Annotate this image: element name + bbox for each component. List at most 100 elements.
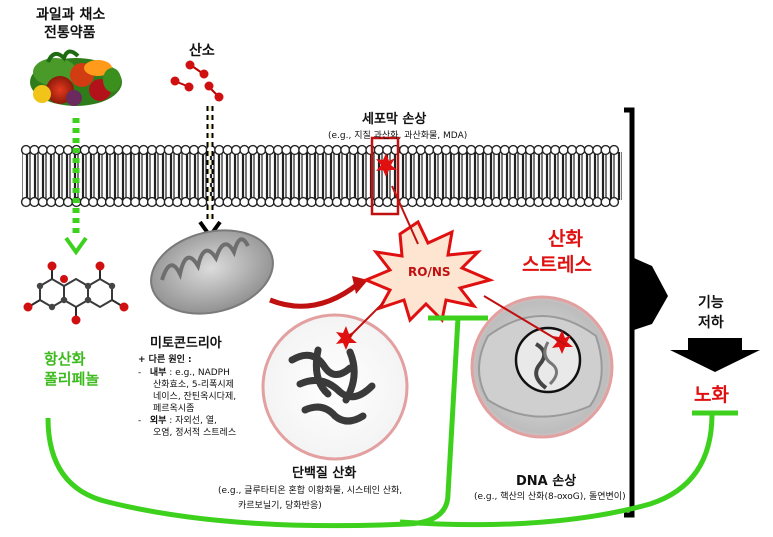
phospholipid-head [163,144,174,156]
oxygen-label: 산소 [189,43,215,59]
phospholipid-head [155,144,166,156]
oxygen-molecules-icon [170,60,224,102]
phospholipid-head [272,196,284,208]
phospholipid-head [566,144,578,156]
phospholipid-head [382,144,393,156]
mito-to-ros-arrow [269,282,360,309]
phospholipid-head [382,196,393,208]
phospholipid-head [281,196,292,208]
other-causes-label: + 다른 원인 : [138,355,192,365]
phospholipid-head [432,144,443,156]
phospholipid-head [365,144,376,156]
phospholipid-head [29,196,40,208]
phospholipid-head [348,196,359,208]
phospholipid-head [558,196,569,208]
damage-bracket [624,107,668,518]
phospholipid-head [163,196,174,208]
phospholipid-head [348,144,359,156]
phospholipid-head [155,196,166,208]
aging-label: 노화 [694,384,729,406]
phospholipid-head [541,144,552,156]
protein-detail-line2: 카르보닐기, 당화반응) [238,501,322,511]
phospholipid-head [575,196,586,208]
phospholipid-head [20,144,32,156]
protein-detail-line1: (e.g., 글루타티온 혼합 이황화물, 시스테인 산화, [218,486,403,496]
external-cause-line1: 오염, 정서적 스트레스 [153,428,237,438]
phospholipid-head [466,196,477,208]
polyphenol-molecule-icon [23,261,129,325]
phospholipid-head [356,196,368,208]
phospholipid-head [79,196,90,208]
phospholipid-head [474,144,485,156]
phospholipid-head [440,196,452,208]
phospholipid-head [533,144,544,156]
phospholipid-head [37,196,48,208]
phospholipid-head [516,196,527,208]
phospholipid-head [600,196,611,208]
phospholipid-head [516,144,527,156]
phospholipid-head [239,144,250,156]
membrane-title: 세포막 손상 [362,112,427,127]
phospholipid-head [146,144,158,156]
phospholipid-head [96,144,107,156]
membrane-heads-top [20,144,620,156]
ros-label: RO/NS [408,265,451,279]
phospholipid-head [138,196,149,208]
phospholipid-head [298,196,309,208]
internal-cause-line2: 네이스, 잔틴옥시다제, [153,392,237,402]
phospholipid-head [373,196,384,208]
phospholipid-head [575,144,586,156]
phospholipid-head [180,196,191,208]
phospholipid-head [247,196,258,208]
phospholipid-head [146,196,158,208]
phospholipid-head [314,144,326,156]
phospholipid-head [541,196,552,208]
phospholipid-head [491,144,502,156]
phospholipid-head [592,144,603,156]
phospholipid-head [398,144,410,156]
phospholipid-head [482,144,494,156]
phospholipid-head [306,144,317,156]
phospholipid-head [608,144,620,156]
internal-cause-line3: 페르옥시좀 [153,404,195,414]
phospholipid-head [424,196,435,208]
dna-damage-picture [470,295,614,439]
protein-to-ros-line [348,301,385,338]
phospholipid-head [440,144,452,156]
phospholipid-head [121,196,132,208]
polyphenol-inhibition-lines [45,315,738,529]
membrane-spark-icon [376,153,397,177]
phospholipid-head [256,144,267,156]
phospholipid-head [340,196,351,208]
phospholipid-head [264,196,275,208]
polyphenol-line2: 폴리페놀 [44,370,100,388]
phospholipid-head [264,144,275,156]
dna-title: DNA 손상 [516,474,577,489]
phospholipid-head [104,144,116,156]
internal-cause-line1: 산화효소, 5-리폭시제 [153,380,234,390]
phospholipid-head [239,196,250,208]
ros-burst-shape [362,219,495,324]
phospholipid-head [88,196,99,208]
phospholipid-head [550,196,561,208]
phospholipid-head [415,144,426,156]
dna-detail: (e.g., 핵산의 산화(8-oxoG), 돌연변이) [474,492,626,502]
phospholipid-head [121,144,132,156]
phospholipid-head [340,144,351,156]
external-cause: - 외부 : 자외선, 열, [138,416,217,426]
protein-spark-icon [336,326,357,350]
phospholipid-head [365,196,376,208]
phospholipid-head [499,144,510,156]
phospholipid-head [608,196,620,208]
membrane-damage-box [370,136,400,216]
cell-membrane [20,136,622,216]
phospholipid-head [457,196,468,208]
phospholipid-head [466,144,477,156]
phospholipid-head [558,144,569,156]
phospholipid-head [62,144,74,156]
decline-arrow [670,338,760,372]
phospholipid-head [323,144,334,156]
membrane-to-ros-line [391,185,419,245]
phospholipid-head [432,196,443,208]
